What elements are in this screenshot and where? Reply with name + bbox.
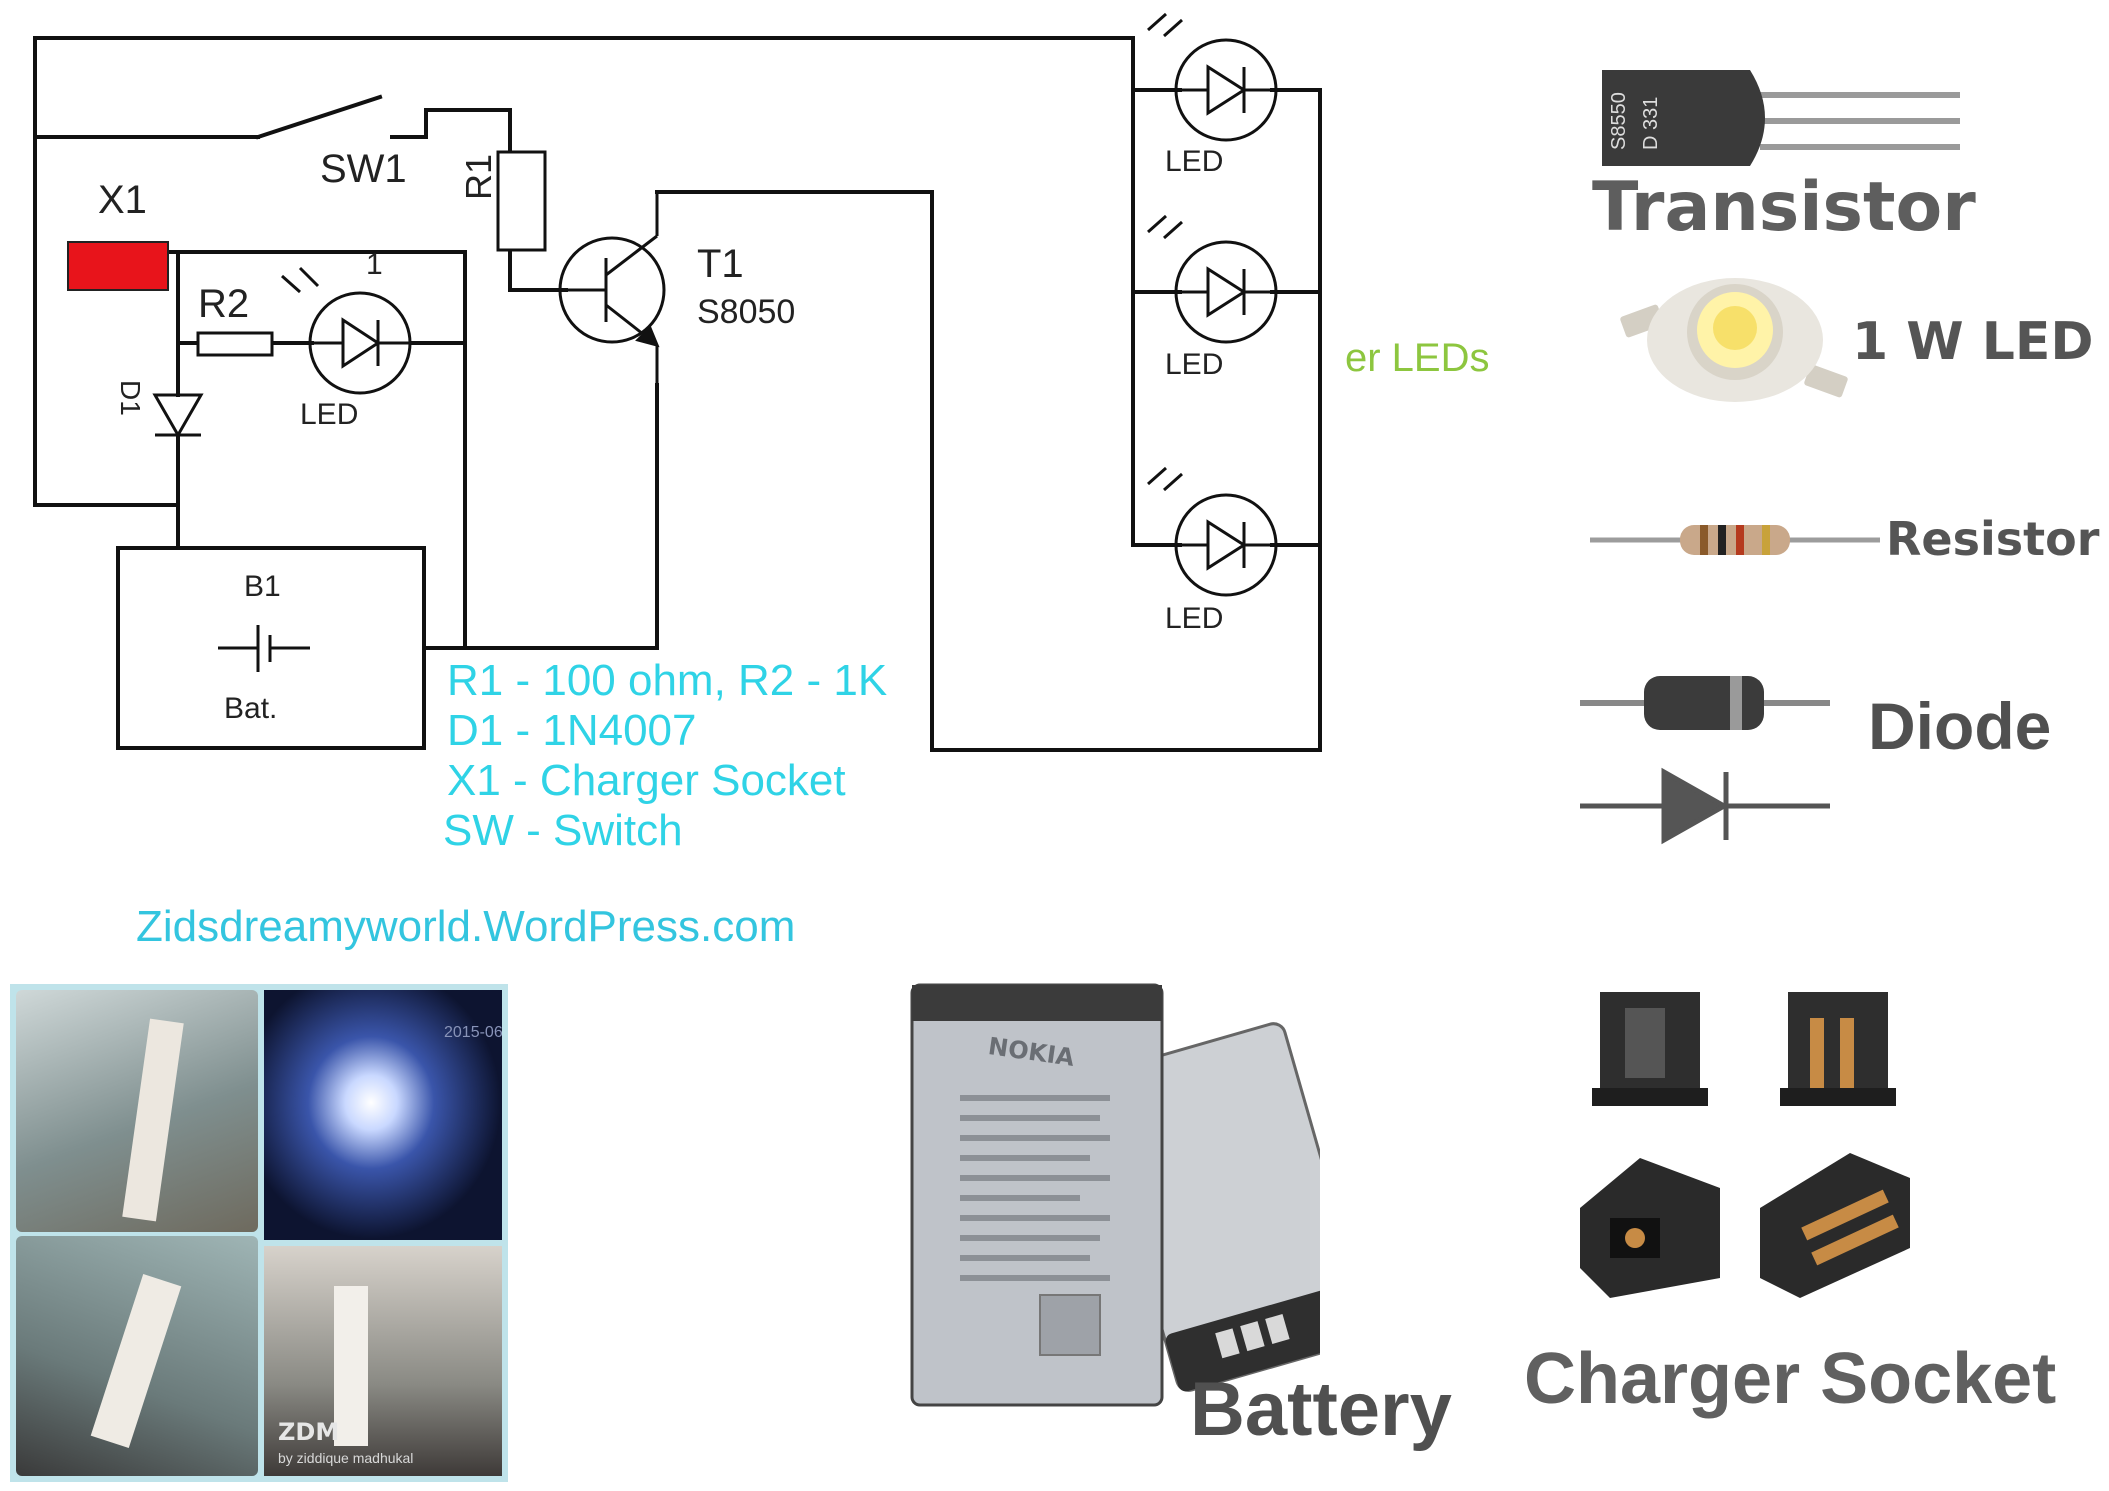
photo-date-stamp: 2015-06 — [444, 1024, 502, 1041]
wire-bat-emitter — [422, 383, 659, 650]
label-sw1: SW1 — [320, 147, 407, 191]
label-partial-leds: er LEDs — [1345, 336, 1490, 380]
label-r2: R2 — [198, 282, 250, 326]
label-led-1: LED — [1165, 145, 1224, 178]
label-led-2: LED — [1165, 348, 1224, 381]
label-bat: Bat. — [224, 692, 278, 725]
label-battery: Battery — [1190, 1367, 1452, 1452]
legend-line-3: X1 - Charger Socket — [447, 756, 846, 805]
photo-4: ZDM by ziddique madhukal — [264, 1246, 502, 1476]
legend-line-4: SW - Switch — [443, 806, 683, 855]
label-resistor: Resistor — [1886, 512, 2100, 566]
r2-symbol — [196, 331, 274, 357]
led-1w-picture — [1620, 278, 1848, 402]
website-link[interactable]: Zidsdreamyworld.WordPress.com — [136, 902, 796, 951]
switch-sw1 — [255, 94, 383, 140]
label-r1: R1 — [458, 153, 499, 200]
legend-line-2: D1 - 1N4007 — [447, 706, 697, 755]
diode-schematic-symbol — [1580, 767, 1830, 845]
wire-collector — [655, 88, 1322, 752]
x1-socket-symbol — [67, 241, 169, 291]
transistor-picture — [1602, 70, 1960, 166]
diode-picture — [1580, 676, 1830, 845]
transistor-marking-2: D 331 — [1640, 96, 1662, 150]
label-t1: T1 — [697, 242, 744, 286]
charger-socket-picture — [1580, 992, 1910, 1298]
resistor-picture — [1590, 525, 1880, 555]
photo-watermark-sub: by ziddique madhukal — [278, 1450, 414, 1466]
label-led-marker: 1 — [366, 248, 383, 281]
photo-3 — [16, 1236, 258, 1476]
t1-symbol — [558, 192, 666, 385]
photo-watermark: ZDM — [278, 1418, 340, 1446]
photo-collage: 2015-06 ZDM by ziddique madhukal — [10, 984, 508, 1482]
legend-line-1: R1 - 100 ohm, R2 - 1K — [447, 656, 888, 705]
label-transistor: Transistor — [1592, 168, 1976, 247]
wire-r1-base — [508, 238, 568, 292]
led-symbol-1 — [1147, 12, 1278, 142]
wire-top-loop — [33, 36, 1135, 507]
label-led-small: LED — [300, 398, 359, 431]
transistor-marking-1: S8550 — [1608, 92, 1630, 150]
battery-picture — [910, 983, 1320, 1407]
wire-switch-right — [390, 108, 512, 154]
label-led-3: LED — [1165, 602, 1224, 635]
r1-symbol — [496, 150, 547, 252]
battery-cell-symbol — [218, 625, 310, 672]
photo-1 — [16, 990, 258, 1232]
circuit-schematic — [33, 12, 1322, 752]
label-b1: B1 — [244, 570, 281, 603]
d1-symbol — [152, 393, 204, 439]
label-t1-part: S8050 — [697, 293, 796, 331]
label-1w-led: 1 W LED — [1852, 312, 2094, 372]
led-symbol-2 — [1147, 214, 1278, 344]
label-d1: D1 — [115, 380, 146, 416]
wire-x1-top — [166, 250, 467, 650]
label-x1: X1 — [98, 178, 147, 222]
led-symbol-3 — [1147, 466, 1278, 597]
label-charger-socket: Charger Socket — [1524, 1339, 2057, 1419]
status-led-symbol — [281, 266, 412, 395]
photo-2: 2015-06 — [264, 990, 502, 1240]
label-diode: Diode — [1868, 689, 2052, 763]
